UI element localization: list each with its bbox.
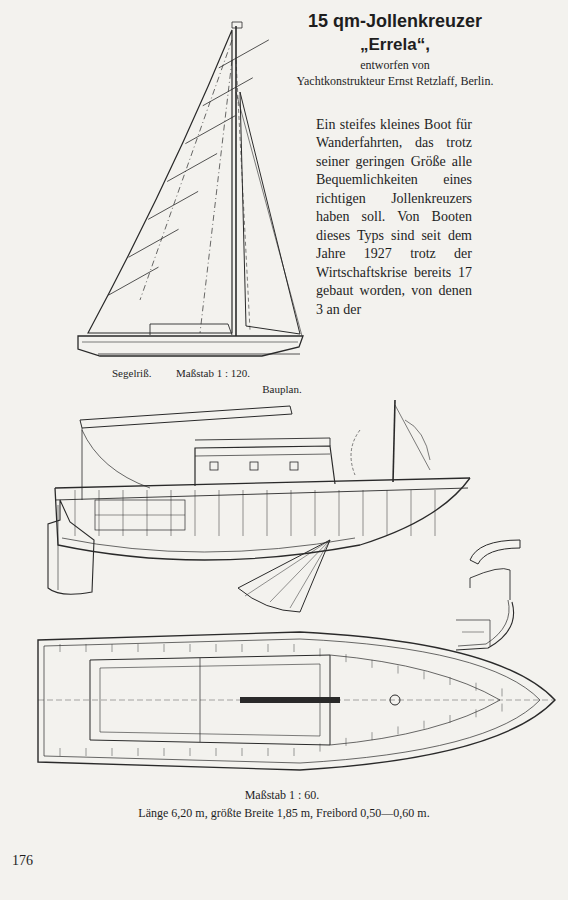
profile-plan <box>48 400 470 612</box>
page-number: 176 <box>12 852 52 870</box>
scale-note: Maßstab 1 : 120. <box>176 366 286 380</box>
sail-plan <box>78 22 303 356</box>
midship-section <box>456 540 520 650</box>
figure-caption: Bauplan. <box>232 382 332 396</box>
dimensions-note: Länge 6,20 m, größte Breite 1,85 m, Frei… <box>84 806 484 822</box>
plan-view <box>38 632 555 770</box>
designer-name: Yachtkonstrukteur Ernst Retzlaff, Berlin… <box>292 74 498 90</box>
page-heading: 15 qm-Jollenkreuzer <box>305 10 485 33</box>
designer-line: entworfen von <box>305 58 485 74</box>
body-text: Ein steifes kleines Boot für Wanderfahrt… <box>316 116 472 319</box>
scale-note: Maßstab 1 : 60. <box>182 788 382 804</box>
boat-name: „Errela“, <box>305 34 485 56</box>
figure-caption: Segelriß. <box>112 366 172 380</box>
